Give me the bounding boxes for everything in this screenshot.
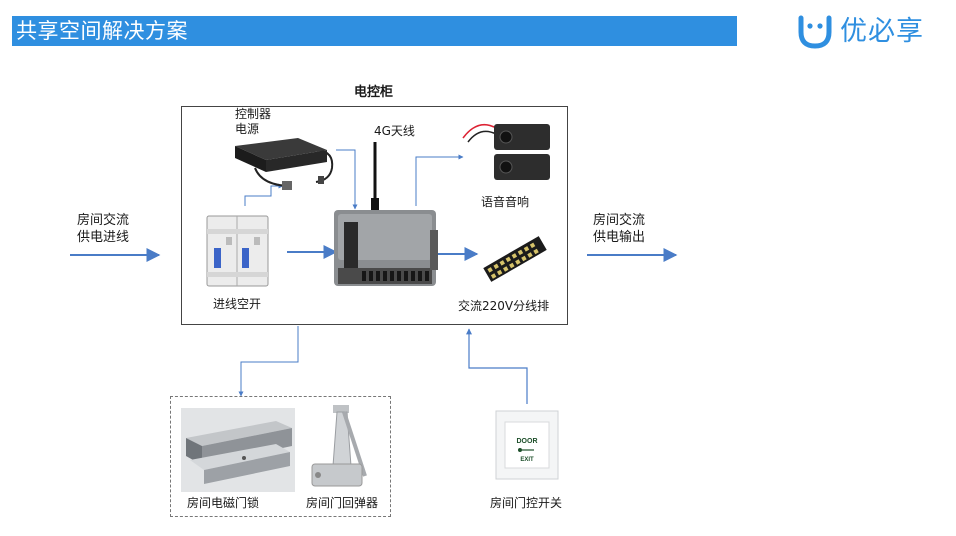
flow-arrows (70, 149, 678, 404)
output-label-line2: 供电输出 (593, 230, 646, 245)
terminal-block-icon (483, 236, 547, 282)
page-title: 共享空间解决方案 (16, 19, 188, 43)
antenna-label: 4G天线 (374, 124, 415, 138)
brand-name: 优必享 (840, 16, 924, 47)
arrow-psu-to-controller (336, 149, 358, 210)
maglock-icon (181, 408, 295, 492)
arrow-breaker-to-psu (244, 183, 284, 206)
speaker-label: 语音音响 (481, 195, 530, 209)
exit-switch-icon: DOOR EXIT (495, 410, 559, 480)
key-icon (518, 448, 534, 452)
brand-mark-icon (798, 15, 832, 49)
power-supply-icon (235, 138, 334, 190)
door-closer-icon (311, 405, 367, 487)
power-supply-label-line2: 电源 (235, 122, 260, 136)
title-bar: 共享空间解决方案 (12, 16, 737, 46)
terminal-label: 交流220V分线排 (458, 299, 550, 313)
brand-logo: 优必享 (796, 12, 936, 52)
exit-switch-label: 房间门控开关 (490, 496, 563, 510)
input-label-line2: 供电进线 (77, 230, 130, 245)
exit-switch-door-text: DOOR (517, 438, 538, 445)
cabinet-title: 电控柜 (354, 85, 394, 100)
arrow-controller-to-speaker (415, 154, 464, 206)
output-label-line1: 房间交流 (593, 213, 646, 228)
input-label-line1: 房间交流 (77, 213, 130, 228)
breaker-label: 进线空开 (213, 297, 262, 311)
exit-switch-exit-text: EXIT (520, 457, 534, 463)
circuit-breaker-icon (206, 215, 269, 287)
door-closer-label: 房间门回弹器 (306, 496, 379, 510)
controller-module-icon (334, 210, 438, 286)
door-hardware-group-frame (170, 396, 391, 517)
arrow-exit-switch-to-cabinet (466, 328, 528, 404)
arrow-cabinet-to-door-lock (238, 326, 299, 397)
power-supply-label-line1: 控制器 (235, 107, 272, 121)
maglock-label: 房间电磁门锁 (187, 496, 260, 510)
speaker-icon (462, 123, 550, 180)
antenna-4g-icon (371, 142, 379, 211)
control-cabinet-frame (181, 106, 568, 325)
